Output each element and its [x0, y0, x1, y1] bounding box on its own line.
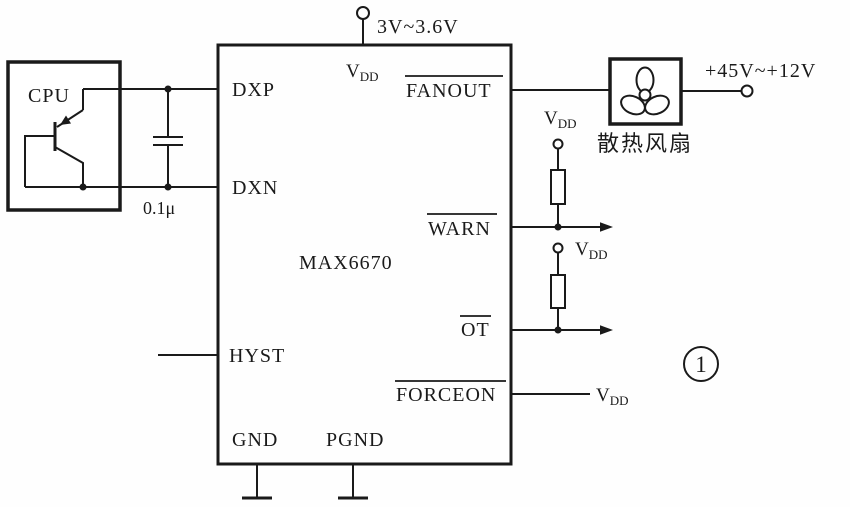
main-supply: 3V~3.6V [356, 6, 459, 45]
filter-capacitor: 0.1μ [143, 85, 183, 218]
figure-number-text: 1 [695, 352, 707, 377]
vdd-main-text: V [596, 385, 610, 406]
fan-label: 散热风扇 [597, 131, 693, 156]
pin-vdd-label: VDD [346, 61, 379, 84]
pin-pgnd-label: PGND [326, 429, 384, 451]
pin-warn-label: WARN [428, 218, 491, 240]
chip-part-number: MAX6670 [299, 252, 393, 274]
ot-arrow-icon [600, 325, 613, 335]
warn-junction-dot [554, 223, 562, 231]
chip-outline [216, 43, 513, 466]
fan-supply-terminal [740, 84, 754, 98]
vdd-supply-terminal [356, 6, 370, 20]
vdd-sub-text: DD [610, 393, 629, 408]
ot-pullup: VDD [550, 239, 608, 330]
warn-arrow-icon [600, 222, 613, 232]
pin-fanout-label: FANOUT [406, 80, 492, 102]
base-lead [24, 135, 55, 187]
vdd-sub-text: DD [589, 247, 608, 262]
ot-vdd-label: VDD [575, 239, 608, 262]
pgnd-ground [338, 464, 368, 500]
collector-lead [54, 146, 84, 187]
main-supply-label: 3V~3.6V [377, 16, 459, 38]
figure-number-badge: 1 [683, 346, 719, 382]
emitter-arrow-icon [60, 115, 71, 125]
cooling-fan-block: 散热风扇 [597, 57, 693, 156]
warn-pullup: VDD [544, 108, 577, 227]
fan-supply-label: +45V~+12V [705, 60, 816, 82]
forceon-vdd-label: VDD [596, 385, 629, 408]
pin-hyst-label: HYST [229, 345, 285, 367]
fan-blade-left [620, 94, 646, 116]
pin-dxp-label: DXP [232, 79, 275, 101]
pnp-transistor [24, 89, 87, 191]
ot-vdd-terminal [552, 242, 564, 254]
cpu-block: CPU [6, 60, 122, 212]
ot-pullup-resistor [550, 274, 566, 309]
fan-icon [620, 66, 670, 116]
warn-vdd-label: VDD [544, 108, 577, 131]
pin-gnd-label: GND [232, 429, 278, 451]
warn-pullup-resistor [550, 169, 566, 205]
figure-number-circle [683, 346, 719, 382]
pin-dxn-label: DXN [232, 177, 278, 199]
dxn-junction-dot [164, 183, 172, 191]
cpu-label: CPU [28, 85, 70, 107]
warn-vdd-terminal [552, 138, 564, 150]
capacitor-value-label: 0.1μ [143, 198, 175, 218]
vdd-main-text: V [346, 61, 360, 82]
vdd-sub-text: DD [360, 69, 379, 84]
vdd-sub-text: DD [558, 116, 577, 131]
ot-junction-dot [554, 326, 562, 334]
pin-forceon-label: FORCEON [396, 384, 496, 406]
gnd-ground [242, 464, 272, 500]
vdd-main-text: V [544, 108, 558, 129]
dxp-junction-dot [164, 85, 172, 93]
max6670-chip: DXP DXN HYST GND PGND MAX6670 VDD FANOUT… [216, 43, 513, 466]
pin-ot-label: OT [461, 319, 490, 341]
fan-blade-right [644, 94, 670, 116]
fan-hub [638, 88, 652, 102]
vdd-main-text: V [575, 239, 589, 260]
